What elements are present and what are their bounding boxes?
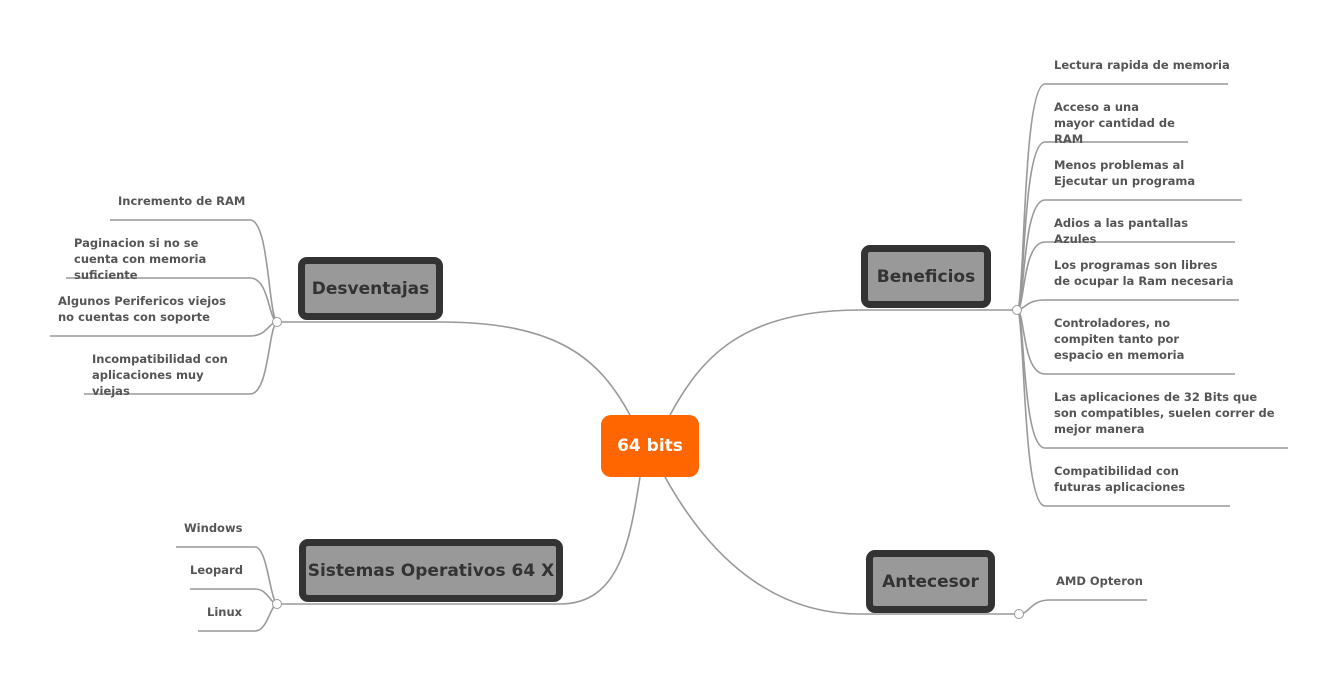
leaf-desventajas-2[interactable]: Paginacion si no se cuenta con memoria s… xyxy=(74,236,207,282)
collapse-toggle-sistemas[interactable] xyxy=(272,599,282,609)
leaf-desventajas-4[interactable]: Incompatibilidad con aplicaciones muy vi… xyxy=(92,352,228,398)
leaf-beneficios-4[interactable]: Adios a las pantallas Azules xyxy=(1054,216,1189,246)
leaf-desventajas-3[interactable]: Algunos Perifericos viejos no cuentas co… xyxy=(58,294,226,324)
leaf-beneficios-2[interactable]: Acceso a una mayor cantidad de RAM xyxy=(1054,100,1175,146)
root-topic-64-bits[interactable]: 64 bits xyxy=(601,415,699,477)
leaf-sistemas-leopard[interactable]: Leopard xyxy=(190,563,243,577)
topic-beneficios[interactable]: Beneficios xyxy=(861,245,991,308)
leaf-antecesor-amd-opteron[interactable]: AMD Opteron xyxy=(1056,574,1143,588)
leaf-sistemas-windows[interactable]: Windows xyxy=(184,521,243,535)
leaf-desventajas-1[interactable]: Incremento de RAM xyxy=(118,194,246,208)
leaf-beneficios-7[interactable]: Las aplicaciones de 32 Bits que son comp… xyxy=(1054,390,1275,436)
topic-antecesor[interactable]: Antecesor xyxy=(866,550,995,613)
collapse-toggle-beneficios[interactable] xyxy=(1012,305,1022,315)
leaf-sistemas-linux[interactable]: Linux xyxy=(207,605,243,619)
leaf-beneficios-5[interactable]: Los programas son libres de ocupar la Ra… xyxy=(1054,258,1234,288)
leaf-beneficios-8[interactable]: Compatibilidad con futuras aplicaciones xyxy=(1054,464,1186,494)
leaf-beneficios-1[interactable]: Lectura rapida de memoria xyxy=(1054,58,1230,72)
leaf-beneficios-6[interactable]: Controladores, no compiten tanto por esp… xyxy=(1054,316,1185,362)
collapse-toggle-antecesor[interactable] xyxy=(1014,609,1024,619)
topic-desventajas[interactable]: Desventajas xyxy=(298,257,443,320)
topic-sistemas-operativos[interactable]: Sistemas Operativos 64 X xyxy=(299,539,563,602)
leaf-beneficios-3[interactable]: Menos problemas al Ejecutar un programa xyxy=(1054,158,1196,188)
collapse-toggle-desventajas[interactable] xyxy=(272,317,282,327)
